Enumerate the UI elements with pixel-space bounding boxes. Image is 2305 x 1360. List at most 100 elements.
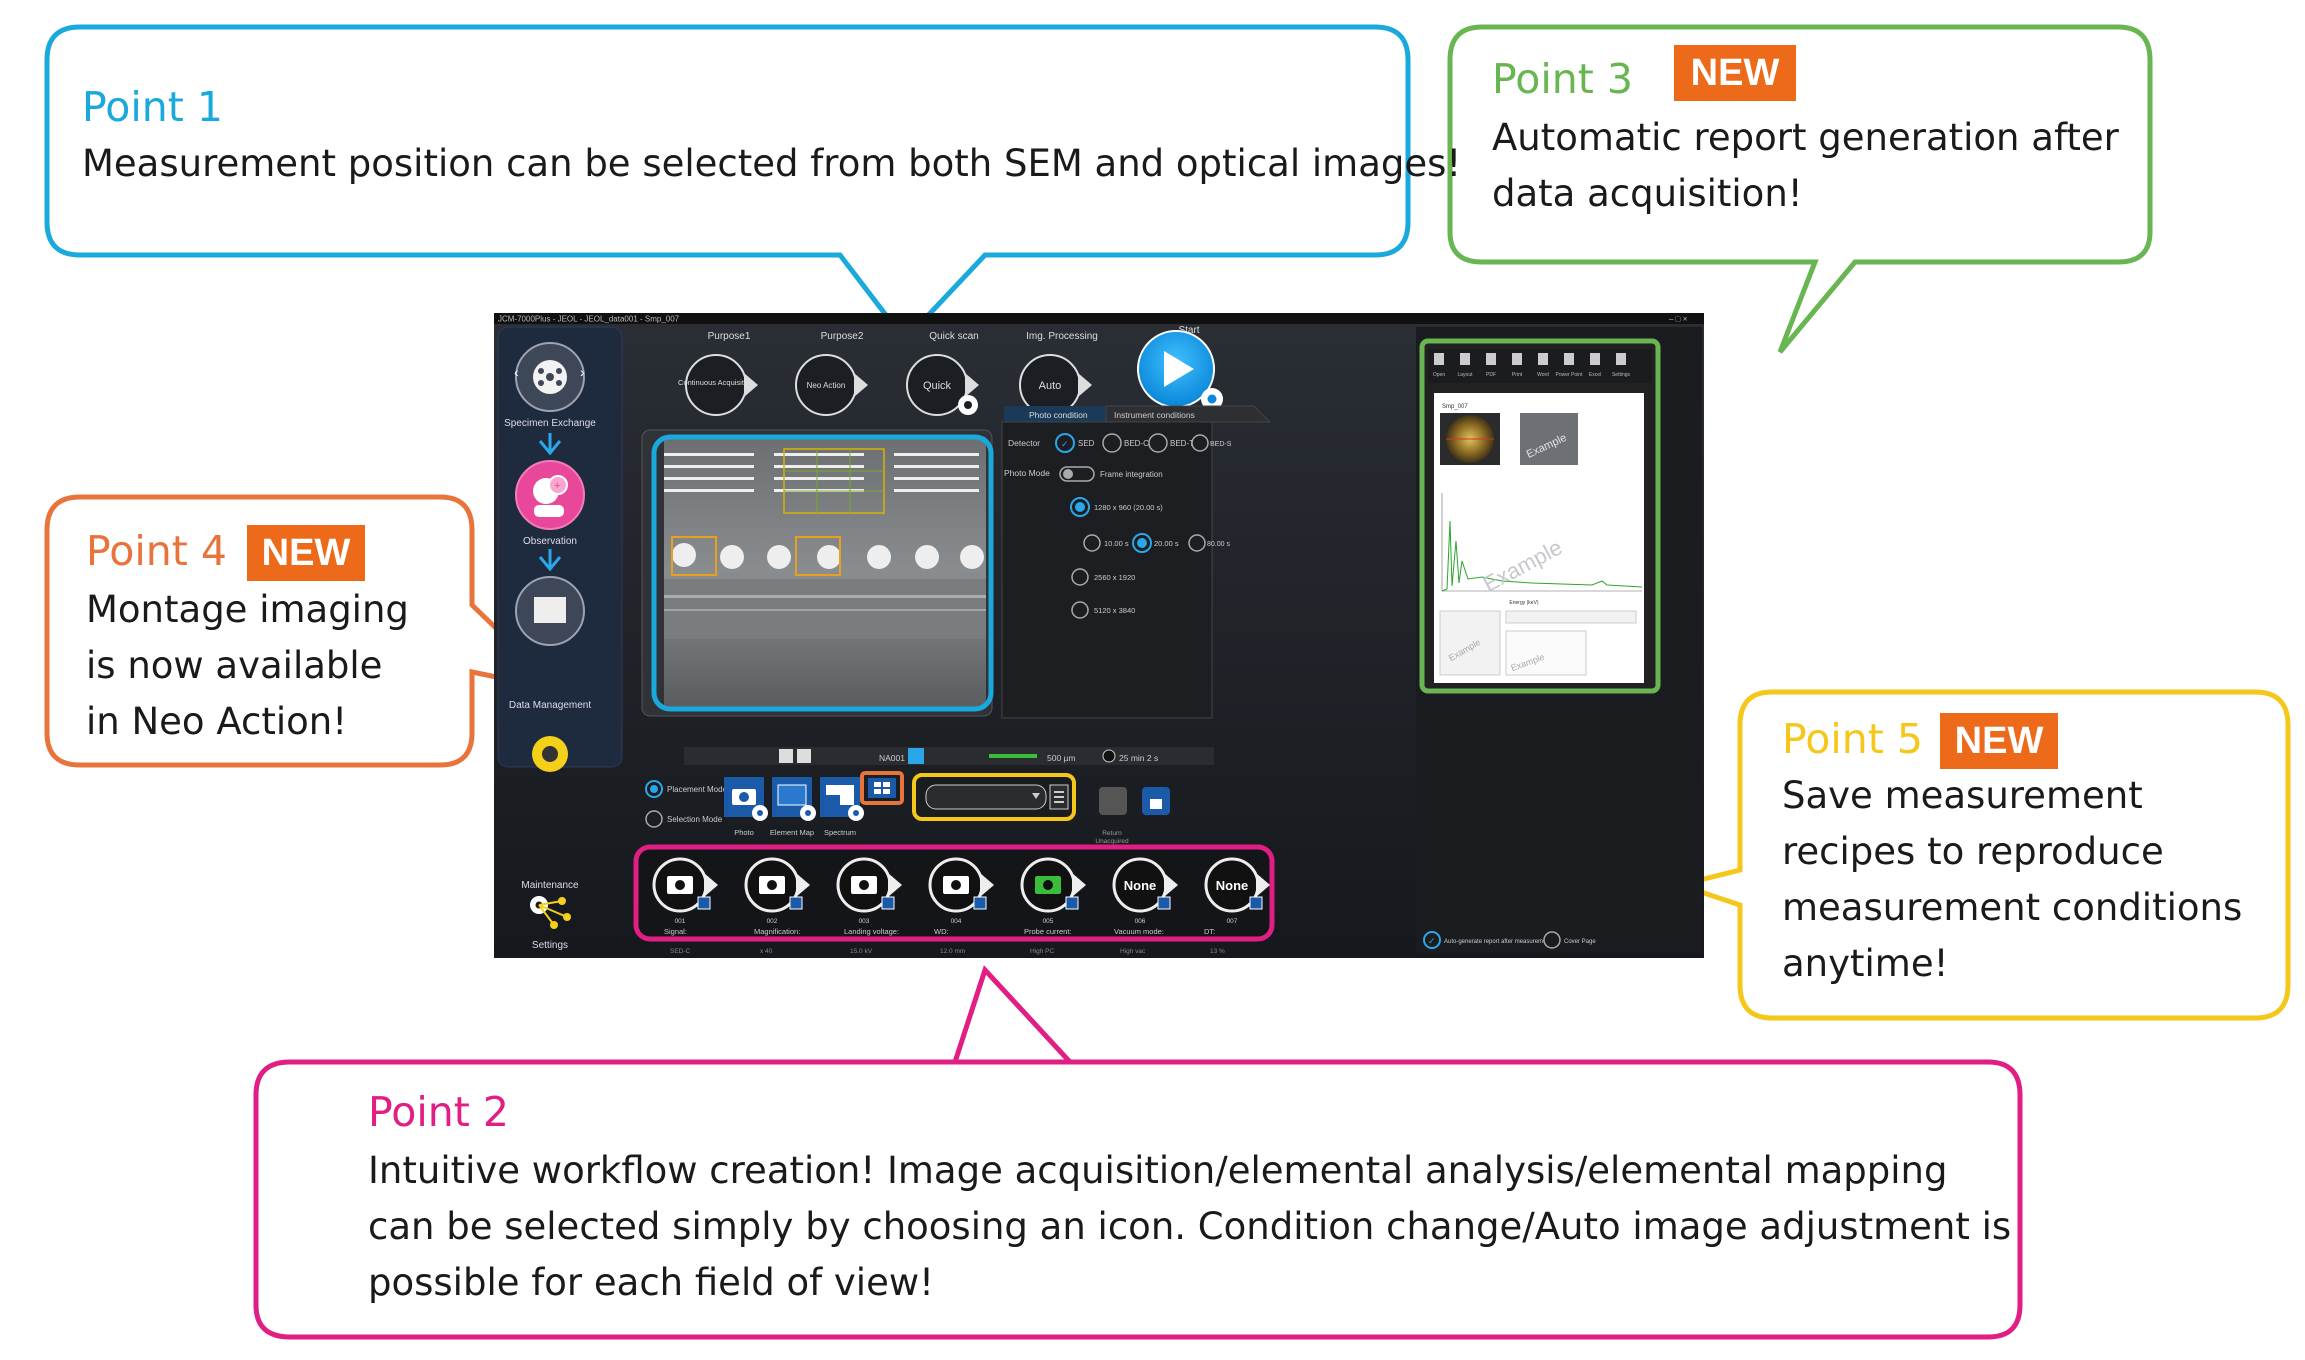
arrow-down-icon [538, 556, 562, 572]
tab-instrument-conditions[interactable] [1105, 405, 1272, 423]
point1-bubble [44, 24, 1411, 344]
measurement-marker-1[interactable] [671, 536, 717, 576]
app-window: JCM-7000Plus - JEOL - JEOL_data001 - Smp… [494, 313, 1704, 958]
settings-button[interactable] [530, 896, 571, 929]
tab-photo-text: Photo condition [1029, 410, 1088, 420]
svg-text:✓: ✓ [1061, 439, 1069, 449]
workflow-step-006[interactable]: None 006 [1112, 857, 1178, 925]
settings-icon [789, 896, 803, 910]
workflow-header: DT: [1204, 927, 1215, 936]
settings-icon [697, 896, 711, 910]
img-processing-label: Img. Processing [1026, 331, 1098, 342]
sem-image[interactable] [664, 437, 986, 707]
photo-tool-button[interactable] [724, 777, 768, 821]
workflow-header: WD: [934, 927, 949, 936]
workflow-step-007[interactable]: None 007 [1204, 857, 1270, 925]
workflow-step-004[interactable]: 004 [928, 857, 994, 925]
cover-page-check[interactable] [1543, 931, 1561, 949]
excel-icon[interactable] [1590, 353, 1600, 365]
purpose1-button[interactable] [685, 354, 758, 416]
gear-icon [964, 401, 972, 409]
settings-icon [1157, 896, 1171, 910]
tab-instrument-text: Instrument conditions [1114, 410, 1195, 420]
tool-icon[interactable] [779, 749, 793, 763]
purpose2-btn-text: Neo Action [807, 381, 846, 390]
report-table-right [1505, 610, 1637, 624]
workflow-none-label: None [1124, 878, 1157, 893]
play-icon [1164, 351, 1194, 387]
na-icon[interactable] [908, 748, 924, 764]
photo-tool-label: Photo [734, 828, 754, 837]
quick-scan-button[interactable] [906, 354, 979, 416]
point2-line1: Intuitive workflow creation! Image acqui… [368, 1149, 1948, 1192]
workflow-step-number: 006 [1135, 918, 1146, 925]
workflow-step-number: 004 [951, 918, 962, 925]
word-icon[interactable] [1538, 353, 1548, 365]
measurement-marker-2[interactable] [795, 536, 841, 576]
point2-line2: can be selected simply by choosing an ic… [368, 1205, 2012, 1248]
point4-bubble [44, 494, 568, 768]
workflow-step-003[interactable]: 003 [836, 857, 902, 925]
report-table-left [1439, 610, 1501, 676]
bedc-radio[interactable] [1102, 433, 1122, 453]
beds-radio[interactable] [1191, 434, 1209, 452]
open-icon[interactable] [1434, 353, 1444, 365]
status-bar [684, 747, 1214, 765]
bedt-radio[interactable] [1148, 433, 1168, 453]
print-icon[interactable] [1512, 353, 1522, 365]
montage-tool-button[interactable] [860, 771, 904, 805]
element-map-tool-button[interactable] [772, 777, 816, 821]
report-tool-label: Settings [1612, 372, 1631, 378]
report-tool-label: Open [1433, 372, 1445, 378]
sem-thumbnail [1520, 413, 1578, 465]
workflow-step-number: 007 [1227, 918, 1238, 925]
workflow-step-number: 005 [1043, 918, 1054, 925]
svg-text:‹: ‹ [514, 364, 519, 380]
power-point-icon[interactable] [1564, 353, 1574, 365]
point4-line3: in Neo Action! [86, 700, 348, 743]
res3-radio[interactable] [1071, 601, 1089, 619]
workflow-none-label: None [1216, 878, 1249, 893]
window-controls[interactable]: – □ × [1669, 315, 1688, 324]
purpose2-button[interactable] [795, 354, 868, 416]
selection-mode-radio[interactable] [645, 810, 663, 828]
detector-label: Detector [1008, 438, 1040, 448]
point5-title: Point 5 [1782, 715, 1923, 763]
workflow-step-005[interactable]: 005 [1020, 857, 1086, 925]
maintenance-button[interactable] [532, 736, 568, 772]
data-management-button[interactable] [515, 576, 585, 646]
auto-report-check[interactable] [1423, 931, 1441, 949]
settings-icon[interactable] [1616, 353, 1626, 365]
maintenance-label: Maintenance [521, 880, 579, 891]
sed-label: SED [1078, 439, 1095, 448]
bedc-label: BED-C [1124, 439, 1149, 448]
spectrum-tool-button[interactable] [820, 777, 864, 821]
point3-title: Point 3 [1492, 55, 1633, 103]
workflow-value: 12.0 mm [940, 948, 965, 955]
res2-radio[interactable] [1071, 568, 1089, 586]
montage-grid[interactable] [783, 448, 885, 514]
settings-icon [1249, 896, 1263, 910]
window-title: JCM-7000Plus - JEOL - JEOL_data001 - Smp… [498, 315, 680, 324]
point3-line1: Automatic report generation after [1492, 116, 2119, 159]
report-table-bottom [1505, 630, 1587, 676]
t1-radio[interactable] [1083, 534, 1101, 552]
return-button[interactable] [1099, 787, 1127, 815]
report-tool-label: Power Point [1556, 372, 1584, 378]
workflow-step-001[interactable]: 001 [652, 857, 718, 925]
sed-radio[interactable] [1055, 433, 1075, 453]
tool-icon[interactable] [797, 749, 811, 763]
point4-line1: Montage imaging [86, 588, 409, 631]
workflow-header: Signal: [664, 927, 687, 936]
beds-label: BED-S [1210, 441, 1232, 448]
workflow-step-002[interactable]: 002 [744, 857, 810, 925]
observation-button[interactable]: + [515, 460, 585, 530]
specimen-exchange-button[interactable]: ‹› [514, 342, 585, 412]
t3-radio[interactable] [1188, 534, 1206, 552]
layout-icon[interactable] [1460, 353, 1470, 365]
pdf-icon[interactable] [1486, 353, 1496, 365]
workflow-value: x 40 [760, 948, 773, 955]
auto-btn-text: Auto [1039, 380, 1062, 392]
workflow-value: 15.0 kV [850, 948, 873, 955]
